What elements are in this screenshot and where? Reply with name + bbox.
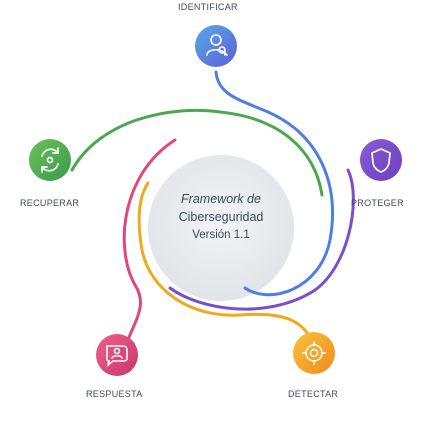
identificar-label: IDENTIFICAR [178, 2, 238, 12]
proteger-label: PROTEGER [351, 198, 404, 208]
respuesta-label: RESPUESTA [86, 389, 143, 399]
center-title: Framework de Ciberseguridad Versión 1.1 [150, 190, 292, 244]
center-disc [148, 155, 294, 301]
center-title-line3: Versión 1.1 [192, 229, 250, 241]
proteger-node [360, 139, 402, 181]
shield-icon [371, 148, 391, 173]
detectar-label: DETECTAR [288, 389, 339, 399]
identificar-arc [214, 70, 334, 297]
detectar-node [293, 332, 335, 374]
detectar-arc [137, 181, 316, 350]
recuperar-node [29, 139, 71, 181]
chat-user-icon [106, 345, 128, 368]
recuperar-label: RECUPERAR [20, 198, 80, 208]
user-search-icon [206, 34, 228, 56]
recuperar-arc [70, 108, 324, 197]
center-title-line1: Framework de [181, 192, 261, 206]
center-title-line2: Ciberseguridad [178, 210, 264, 224]
respuesta-arc [122, 138, 177, 347]
respuesta-node [96, 334, 138, 376]
proteger-arc [168, 168, 355, 311]
identificar-node [195, 25, 237, 67]
target-icon [302, 341, 326, 365]
refresh-icon [41, 147, 59, 173]
